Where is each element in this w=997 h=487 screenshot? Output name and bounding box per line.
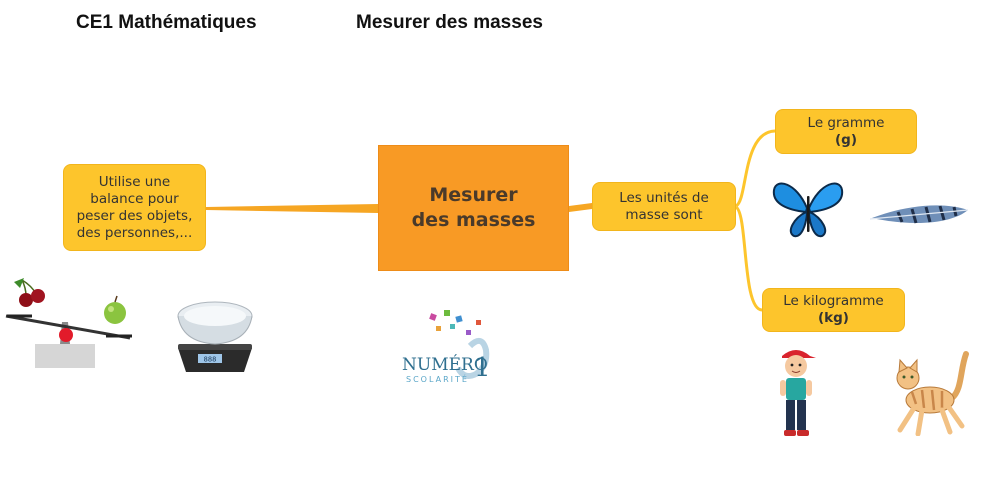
node-kilogram[interactable]: Le kilogramme (kg) (762, 288, 905, 332)
header-subject: CE1 Mathématiques (76, 12, 257, 33)
node-balance-usage[interactable]: Utilise une balance pour peser des objet… (63, 164, 206, 251)
unit-name: Le gramme (807, 114, 885, 131)
node-line: des personnes,... (76, 224, 193, 241)
logo-subtitle: SCOLARITÉ (406, 373, 469, 384)
logo-digit: 1 (474, 353, 491, 383)
connector-units (569, 203, 592, 212)
node-mass-units[interactable]: Les unités de masse sont (592, 182, 736, 231)
node-line: balance pour (90, 190, 179, 207)
boy-icon (780, 350, 816, 436)
unit-name: Le kilogramme (783, 293, 884, 309)
numero1-logo: NUMÉRO 1 SCOLARITÉ (402, 310, 491, 384)
node-line: Utilise une (98, 173, 171, 190)
scale-display: 888 (204, 356, 217, 364)
kitchen-scale-icon: 888 (177, 301, 253, 372)
node-gram[interactable]: Le gramme (g) (775, 109, 917, 154)
node-line: Les unités de (619, 189, 709, 206)
balance-with-cherries-and-apple-icon (5, 278, 132, 368)
connector-kilogram (734, 205, 763, 312)
connector-gram (734, 129, 776, 208)
center-line: des masses (411, 209, 536, 231)
node-line: peser des objets, (76, 207, 193, 224)
node-central-topic[interactable]: Mesurer des masses (378, 145, 569, 271)
cat-icon (896, 351, 969, 436)
center-line: Mesurer (429, 184, 518, 206)
connector-left (206, 204, 378, 213)
node-line: masse sont (625, 206, 703, 223)
logo-wordmark: NUMÉRO (402, 354, 488, 375)
butterfly-icon (772, 182, 844, 238)
unit-abbr: (g) (834, 131, 857, 148)
unit-abbr: (kg) (818, 310, 849, 326)
feather-icon (869, 205, 969, 224)
header-topic: Mesurer des masses (356, 12, 543, 33)
